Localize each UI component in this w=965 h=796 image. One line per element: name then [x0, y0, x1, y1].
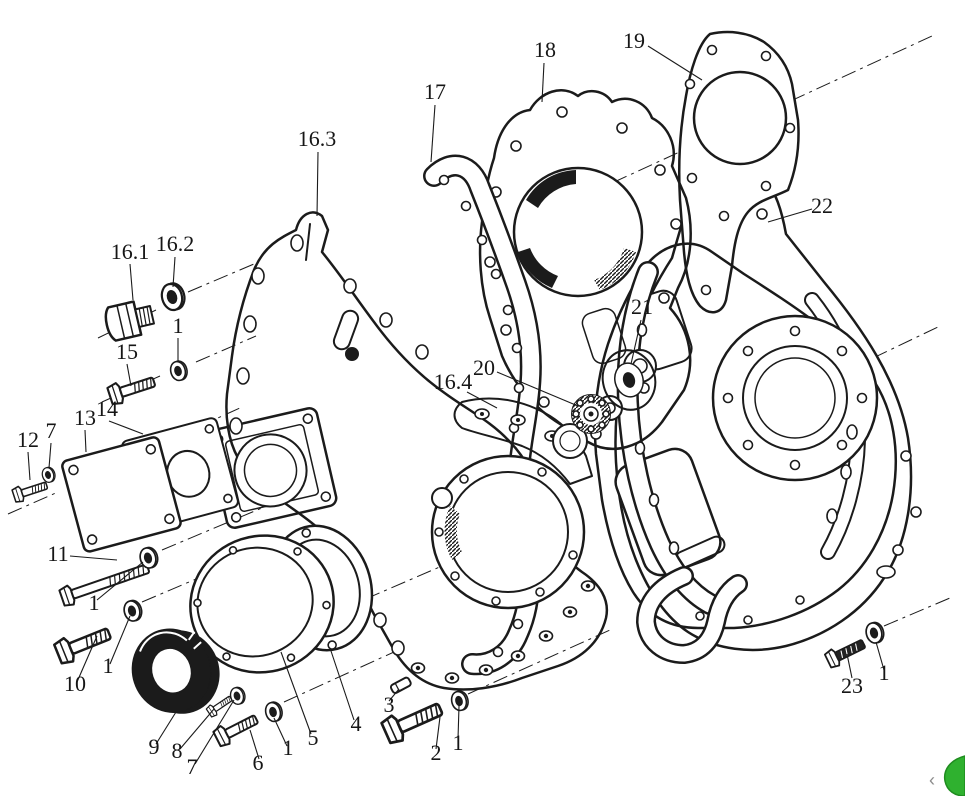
- part-7-washer: [40, 465, 58, 485]
- part-1-washer: [167, 358, 190, 383]
- part-label-1c: 1: [103, 653, 114, 678]
- part-21-plug: [601, 349, 657, 411]
- bearing-boss-ring: [552, 423, 588, 459]
- chevron-left-icon: ‹: [929, 770, 935, 790]
- part-label-21: 21: [631, 294, 653, 319]
- rim-bosses: [229, 267, 596, 684]
- part-label-23: 23: [841, 673, 863, 698]
- part-1-washer: [863, 619, 887, 646]
- part-5-dome-cover: [189, 534, 335, 674]
- part-label-12: 12: [17, 427, 39, 452]
- part-18-housing: [478, 89, 692, 451]
- part-label-1f: 1: [879, 660, 890, 685]
- part-label-11: 11: [47, 541, 68, 566]
- bolt-holes: [722, 325, 868, 471]
- part-label-10: 10: [64, 671, 86, 696]
- pointer-cursor-icon: ‹: [929, 755, 965, 796]
- part-label-5: 5: [308, 725, 319, 750]
- part-label-1b: 1: [89, 590, 100, 615]
- part-label-13: 13: [74, 405, 96, 430]
- part-12-bolt: [10, 477, 50, 505]
- part-label-6: 6: [253, 750, 264, 775]
- leader-lines: [27, 45, 885, 765]
- bolt-holes: [628, 323, 858, 625]
- green-cursor-shape: [943, 755, 965, 796]
- part-label-20: 20: [473, 355, 495, 380]
- bolt-holes: [484, 106, 682, 440]
- part-label-1a: 1: [173, 313, 184, 338]
- part-label-7b: 7: [187, 754, 198, 779]
- part-1-washer: [262, 699, 285, 724]
- part-label-14: 14: [96, 396, 118, 421]
- part-7-washer: [228, 685, 248, 707]
- part-label-4: 4: [351, 711, 362, 736]
- part-label-16-4: 16.4: [434, 369, 473, 394]
- part-label-16-2: 16.2: [156, 231, 195, 256]
- part-19-gasket: [678, 30, 800, 314]
- part-label-7a: 7: [46, 418, 57, 443]
- part-23-bolt: [823, 639, 866, 669]
- part-label-2: 2: [431, 740, 442, 765]
- part-13-cover-plate: [61, 436, 182, 553]
- part-label-16-3: 16.3: [298, 126, 337, 151]
- part-labels: 16.1 16.2 1 15 13 14 12 7 11 1 10 1 9 8 …: [17, 28, 890, 779]
- side-flange: [206, 407, 338, 529]
- bore-bolt-holes: [434, 467, 578, 606]
- part-label-19: 19: [623, 28, 645, 53]
- part-16.3-front-cover: [206, 211, 609, 691]
- part-label-3: 3: [384, 692, 395, 717]
- part-1-washer: [121, 597, 145, 624]
- bolt-holes: [684, 44, 796, 296]
- part-label-18: 18: [534, 37, 556, 62]
- part-label-9: 9: [149, 734, 160, 759]
- part-9-oil-seal: [131, 628, 220, 714]
- part-1-washer: [448, 688, 471, 713]
- part-label-17: 17: [424, 79, 446, 104]
- part-16.1-hex-plug: [104, 300, 155, 342]
- part-label-8: 8: [172, 738, 183, 763]
- part-label-22: 22: [811, 193, 833, 218]
- part-label-15: 15: [116, 339, 138, 364]
- timing-case-body: [593, 242, 898, 664]
- part-label-16-1: 16.1: [111, 239, 150, 264]
- part-label-1d: 1: [283, 735, 294, 760]
- part-label-1e: 1: [453, 730, 464, 755]
- part-20-bearing: [571, 394, 611, 434]
